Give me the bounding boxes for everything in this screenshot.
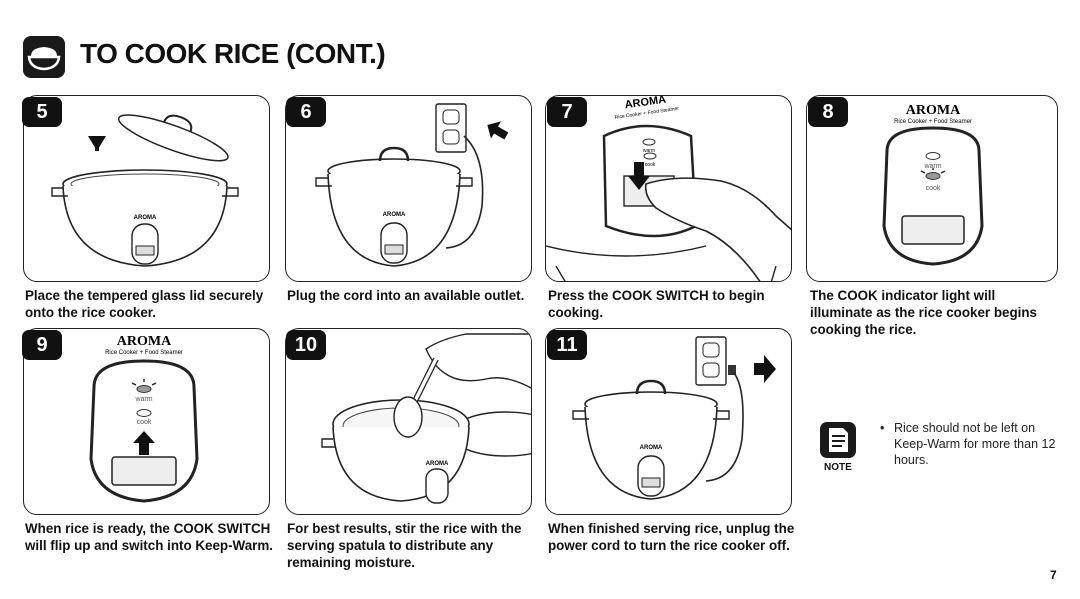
brand-logo: AROMA — [906, 103, 961, 118]
step-7-illustration: AROMA Rice Cooker + Food Steamer warm co… — [545, 95, 792, 282]
step-11-illustration: AROMA — [545, 328, 792, 515]
warm-label: warm — [643, 148, 655, 154]
brand-logo: AROMA — [640, 445, 663, 451]
step-6-caption: Plug the cord into an available outlet. — [287, 288, 525, 303]
cook-label: cook — [137, 419, 152, 426]
step-10-caption: For best results, stir the rice with the… — [287, 521, 522, 570]
step-6-illustration: AROMA — [285, 95, 532, 282]
step-number: 7 — [547, 97, 587, 127]
unplug-illustration: AROMA — [572, 336, 776, 500]
step-number: 9 — [22, 330, 62, 360]
plug-in-illustration: AROMA — [315, 103, 509, 267]
step-5-caption: Place the tempered glass lid securely on… — [25, 288, 264, 320]
step-number: 6 — [286, 97, 326, 127]
keep-warm-illustration: AROMA Rice Cooker + Food Steamer warm co… — [89, 334, 199, 503]
note-document-icon — [820, 422, 856, 458]
note-bullet: • — [880, 421, 885, 435]
page-number: 7 — [1050, 568, 1057, 582]
step-5-illustration: AROMA — [23, 95, 270, 282]
brand-logo: AROMA — [117, 334, 172, 349]
cook-label: cook — [926, 185, 941, 192]
page-title: TO COOK RICE (CONT.) — [80, 38, 386, 69]
brand-logo: AROMA — [426, 461, 449, 467]
cook-label: cook — [645, 162, 656, 168]
note-text: • Rice should not be left on Keep-Warm f… — [880, 420, 1065, 468]
step-number: 11 — [547, 330, 587, 360]
step-10-illustration: AROMA — [285, 328, 532, 515]
warm-label: warm — [923, 163, 941, 170]
stir-rice-illustration: AROMA — [321, 333, 531, 504]
note-body: Rice should not be left on Keep-Warm for… — [894, 421, 1056, 467]
press-switch-illustration: AROMA Rice Cooker + Food Steamer warm co… — [546, 96, 791, 281]
brand-logo: AROMA — [383, 212, 406, 218]
step-number: 10 — [286, 330, 326, 360]
step-7-caption: Press the COOK SWITCH to begin cooking. — [548, 288, 765, 320]
lid-placement-illustration: AROMA — [51, 114, 239, 267]
step-11-caption: When finished serving rice, unplug the p… — [548, 521, 795, 553]
step-8-caption: The COOK indicator light will illuminate… — [810, 288, 1037, 337]
warm-label: warm — [134, 396, 152, 403]
step-9-caption: When rice is ready, the COOK SWITCH will… — [25, 521, 273, 553]
note-label: NOTE — [824, 462, 852, 473]
step-8-illustration: AROMA Rice Cooker + Food Steamer warm co… — [806, 95, 1058, 282]
brand-logo: AROMA — [134, 215, 157, 221]
step-9-illustration: AROMA Rice Cooker + Food Steamer warm co… — [23, 328, 270, 515]
brand-tagline: Rice Cooker + Food Steamer — [105, 350, 183, 356]
rice-bowl-icon — [23, 36, 65, 78]
step-number: 8 — [808, 97, 848, 127]
cook-light-illustration: AROMA Rice Cooker + Food Steamer warm co… — [882, 103, 984, 266]
step-number: 5 — [22, 97, 62, 127]
brand-tagline: Rice Cooker + Food Steamer — [894, 119, 972, 125]
